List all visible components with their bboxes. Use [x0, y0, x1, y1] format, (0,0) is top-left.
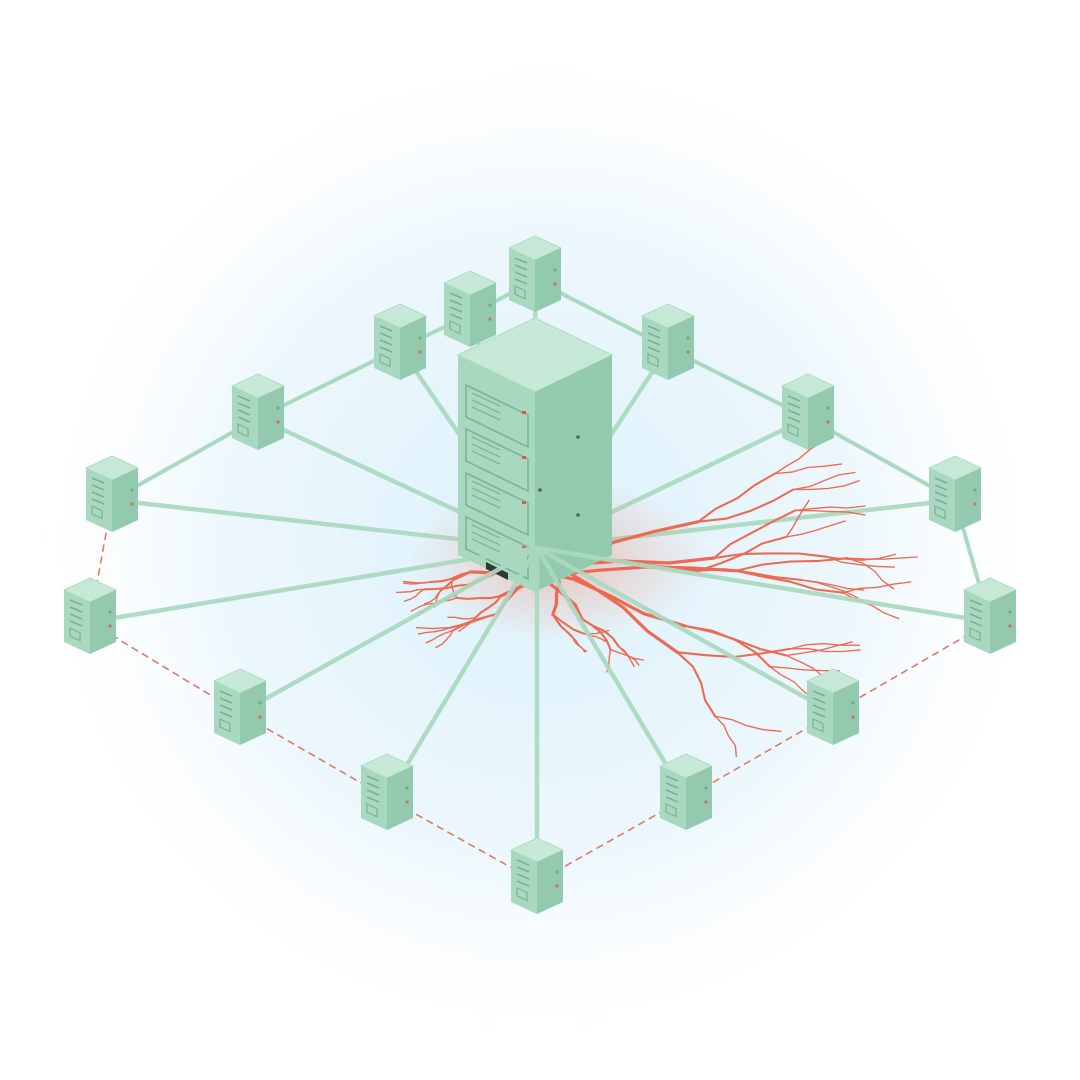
spoke-link — [534, 545, 836, 716]
node-sw-server-icon[interactable] — [62, 577, 118, 654]
crack-line — [846, 556, 919, 560]
crack-line — [735, 569, 845, 594]
crack-line — [735, 557, 849, 572]
rack-drawer — [465, 515, 529, 581]
rack-side — [535, 355, 612, 592]
crack-line — [697, 472, 776, 523]
crack-line — [417, 627, 451, 635]
node-n-server-icon[interactable] — [507, 235, 563, 312]
crack-line — [557, 565, 679, 654]
node-ne-server-icon[interactable] — [780, 373, 836, 450]
crack-line — [683, 624, 771, 668]
status-led — [522, 501, 526, 504]
crack-line — [842, 581, 912, 594]
crack-line — [580, 617, 620, 648]
crack-line — [609, 649, 644, 661]
node-w-server-icon[interactable] — [230, 373, 286, 450]
crack-line — [551, 613, 584, 635]
node-ese-server-icon[interactable] — [805, 668, 861, 745]
crack-line — [785, 499, 810, 538]
crack-line — [792, 471, 856, 491]
crack-line — [474, 594, 503, 619]
crack-line — [769, 665, 815, 700]
crack-line — [618, 645, 635, 668]
node-se-server-icon[interactable] — [658, 753, 714, 830]
rack-drawer — [465, 471, 529, 537]
crack-line — [785, 520, 846, 538]
crack-line — [714, 715, 737, 758]
crack-line — [769, 665, 841, 672]
crack-line — [403, 580, 432, 584]
crack-line — [415, 627, 451, 630]
crack-line — [794, 509, 866, 516]
crack-line — [792, 480, 860, 491]
node-sse-server-icon[interactable] — [509, 837, 565, 914]
node-ene-server-icon[interactable] — [927, 455, 983, 532]
crack-line — [572, 636, 588, 653]
crack-line — [455, 594, 503, 600]
spoke-link — [534, 545, 993, 625]
crack-line — [425, 629, 454, 644]
central-server — [456, 317, 614, 592]
spoke-link — [384, 545, 540, 801]
node-nne-server-icon[interactable] — [640, 303, 696, 380]
crack-line — [447, 616, 476, 620]
node-ssw-server-icon[interactable] — [212, 668, 268, 745]
status-led — [522, 546, 526, 549]
rack-screw — [576, 435, 580, 439]
status-led — [522, 456, 526, 459]
crack-line — [551, 613, 574, 639]
crack-line — [789, 647, 861, 653]
node-nw-server-icon[interactable] — [442, 270, 498, 347]
crack-line — [713, 552, 828, 560]
crack-line — [713, 509, 797, 560]
node-wnw-server-icon[interactable] — [372, 303, 428, 380]
rack-drawer — [465, 427, 529, 493]
rack-drawer — [465, 383, 529, 449]
node-e-server-icon[interactable] — [962, 577, 1018, 654]
central-server-server-rack-icon[interactable] — [456, 317, 614, 592]
crack-line — [826, 553, 897, 561]
crack-line — [846, 557, 895, 590]
node-s-server-icon[interactable] — [359, 753, 415, 830]
crack-line — [403, 588, 425, 602]
crack-line — [676, 651, 717, 718]
crack-line — [800, 579, 865, 591]
rack-screw — [576, 513, 580, 517]
spoke-link — [87, 545, 540, 625]
crack-line — [451, 612, 500, 632]
crack-line — [410, 602, 437, 612]
crack-line — [794, 505, 866, 512]
broken-ring-link — [89, 499, 113, 623]
crack-line — [826, 556, 895, 568]
node-wsw-server-icon[interactable] — [84, 455, 140, 532]
crack-line — [435, 629, 454, 649]
crack-line — [423, 590, 442, 605]
crack-line — [697, 488, 795, 523]
crack-line — [774, 463, 843, 475]
crack-line — [789, 643, 861, 650]
nodes-back — [84, 235, 983, 532]
crack-line — [429, 570, 472, 584]
broken-ring-link — [832, 621, 991, 714]
rack-screw — [538, 488, 542, 492]
spoke-links-front — [87, 545, 993, 885]
nodes-front — [62, 577, 1018, 914]
rack-front — [458, 355, 535, 592]
crack-line — [714, 715, 782, 732]
crack-line — [423, 583, 471, 591]
crack-line — [395, 588, 425, 594]
status-led — [522, 411, 526, 414]
spoke-link — [534, 545, 689, 801]
crack-line — [697, 568, 803, 581]
spoke-link — [237, 545, 540, 716]
